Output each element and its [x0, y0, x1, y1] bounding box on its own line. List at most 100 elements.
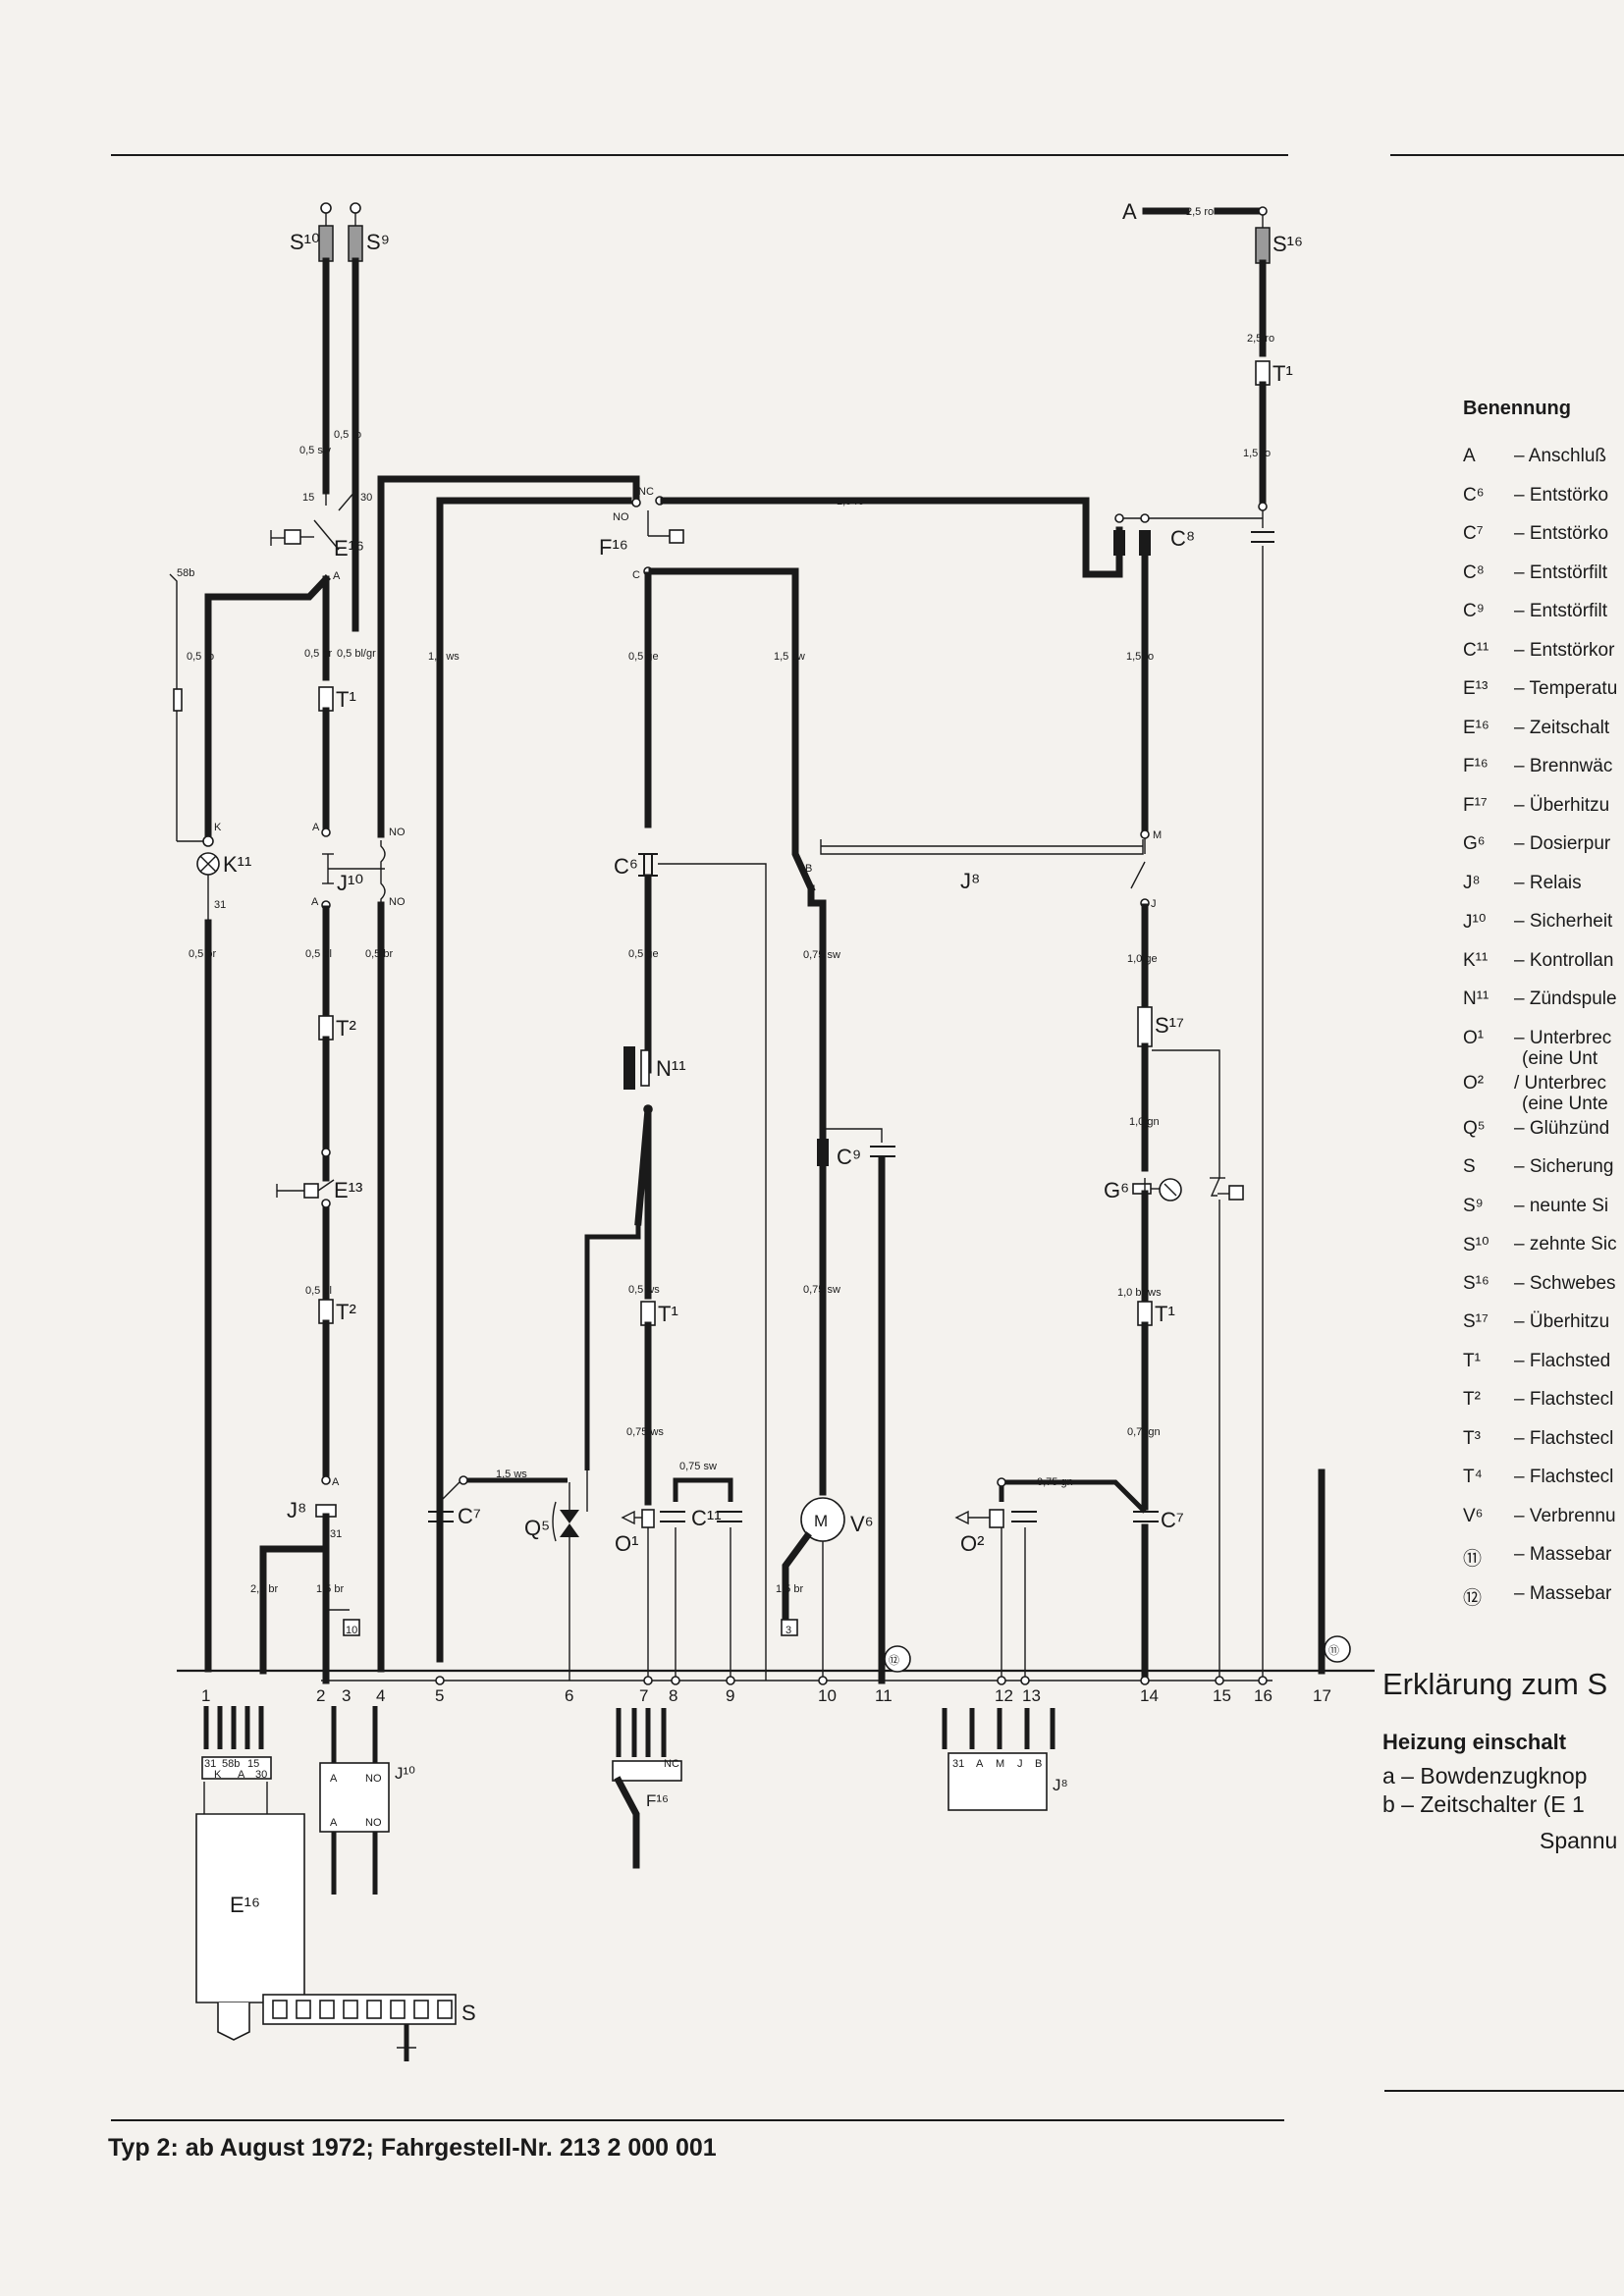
e13-box [303, 1183, 319, 1199]
label-c8: C⁸ [1170, 526, 1195, 551]
j8-ground-wire [259, 1513, 330, 1675]
pin-label: J [1017, 1758, 1023, 1770]
terminal-node [350, 202, 361, 214]
bus-number: 9 [726, 1686, 734, 1705]
explanation-panel: Erklärung zum S Heizung einschalt a – Bo… [1382, 1667, 1624, 1854]
legend-key: S⁹ [1463, 1195, 1484, 1216]
label-s9: S⁹ [366, 230, 390, 254]
label-c6: C⁶ [614, 854, 638, 879]
legend-text-line: – Sicherheit [1514, 911, 1613, 932]
legend-text: – Überhitzu [1514, 795, 1609, 817]
terminal-label: 31 [330, 1528, 342, 1540]
pin-label: A [238, 1769, 245, 1781]
legend-key: F¹⁶ [1463, 756, 1489, 776]
terminal-label: A [311, 896, 319, 908]
terminal-label: A [332, 1476, 340, 1488]
bus-number: 2 [316, 1686, 325, 1705]
legend-key: T³ [1463, 1427, 1481, 1449]
legend-text-line: – Sicherung [1514, 1156, 1614, 1177]
legend-text-line: – Massebar [1514, 1544, 1612, 1565]
overheat-switch-f17 [1228, 1185, 1244, 1201]
legend-text-line: (eine Unt [1522, 1047, 1598, 1069]
bus-number: 10 [818, 1686, 837, 1705]
legend-item: E¹⁶– Zeitschalt [1463, 718, 1624, 757]
wire-label: 2,5 br [250, 1583, 278, 1595]
legend-text-line: – Brennwäc [1514, 756, 1613, 776]
wire-label: 1,5 ro [837, 496, 864, 507]
label-f16: F¹⁶ [646, 1791, 669, 1810]
legend-text-line: – Verbrennu [1514, 1505, 1616, 1526]
legend-key: G⁶ [1463, 833, 1486, 854]
label-q5: Q⁵ [524, 1516, 550, 1540]
terminal-label: 58b [177, 567, 194, 579]
legend-text-line: – Unterbrec [1514, 1027, 1612, 1048]
legend-key: O² [1463, 1072, 1485, 1094]
wire-label: 1,5 ro [1243, 448, 1271, 459]
legend-key: S [1463, 1156, 1476, 1177]
label-t1: T¹ [658, 1302, 678, 1326]
pin-label: A [976, 1758, 984, 1770]
legend-text-line: / Unterbrec [1514, 1072, 1606, 1094]
legend-text: – Schwebes [1514, 1273, 1616, 1295]
label-j10: J¹⁰ [395, 1764, 415, 1783]
legend-text-line: – Entstörkor [1514, 639, 1615, 661]
wire-label: 0,5 ro [334, 429, 361, 441]
pin-label: 31 [204, 1758, 216, 1770]
legend-text-line: – Dosierpur [1514, 833, 1611, 854]
pin-label: NO [365, 1817, 382, 1829]
terminal-label: C [632, 569, 640, 581]
legend-text: – Entstörfilt [1514, 562, 1607, 584]
label-t2: T² [336, 1300, 356, 1324]
legend-text: – zehnte Sic [1514, 1234, 1617, 1255]
wire-label: 1,5 br [316, 1583, 344, 1595]
legend-item: T¹– Flachsted [1463, 1351, 1624, 1390]
legend-text-line: – Anschluß [1514, 446, 1606, 466]
legend-item: T⁴– Flachstecl [1463, 1467, 1624, 1506]
legend-text-line: – zehnte Sic [1514, 1234, 1617, 1255]
legend-text: – Massebar [1514, 1583, 1611, 1605]
wire-label: 1,5 ws [428, 651, 460, 663]
bus-number: 17 [1313, 1686, 1331, 1705]
terminal-label: B [805, 863, 812, 875]
label-j8: J⁸ [960, 869, 980, 893]
connector-t1 [318, 686, 334, 712]
connector-t2 [318, 1299, 334, 1324]
legend-text: – Glühzünd [1514, 1118, 1609, 1140]
legend-text-line: – Überhitzu [1514, 1311, 1610, 1332]
legend-key: A [1463, 446, 1476, 466]
legend-item: A – Anschluß [1463, 446, 1624, 485]
wire-label: 1,5 sw [774, 651, 805, 663]
pin-label: A [330, 1773, 338, 1785]
connector-3 [781, 1619, 798, 1636]
legend-key: J⁸ [1463, 872, 1481, 893]
bus-number: 16 [1254, 1686, 1272, 1705]
label-t1: T¹ [336, 687, 356, 712]
terminal-label: M [1153, 829, 1162, 841]
terminal-label: NO [389, 827, 406, 838]
wire-label: 0,5 bl [305, 948, 332, 960]
terminal-label: 30 [360, 492, 372, 504]
legend-text: – Sicherheit [1514, 911, 1612, 933]
wire-label: 1,0 ge [1127, 953, 1158, 965]
wire-label: 0,75 sw [803, 949, 840, 961]
terminal-label: K [214, 822, 222, 833]
legend-text: – Relais [1514, 873, 1582, 894]
label-s17: S¹⁷ [1155, 1013, 1184, 1038]
legend-item: C⁷– Entstörko [1463, 523, 1624, 562]
wire-label: 0,5 ws [628, 1284, 660, 1296]
box-label: 3 [785, 1625, 791, 1636]
label-e16: E¹⁶ [230, 1893, 260, 1917]
label-e16: E¹⁶ [334, 536, 364, 561]
box-label: 10 [346, 1625, 357, 1636]
legend-item: S – Sicherung [1463, 1156, 1624, 1196]
label-f16: F¹⁶ [599, 535, 628, 560]
legend-text-line: – Glühzünd [1514, 1117, 1610, 1139]
legend-key: ⑪ [1463, 1549, 1483, 1570]
fuse-s9 [348, 225, 363, 262]
legend-item: S⁹– neunte Si [1463, 1196, 1624, 1235]
wire-label: 1,5 ro [1126, 651, 1154, 663]
pin-label: 30 [255, 1769, 267, 1781]
f16-sensor [669, 529, 684, 544]
pin-label: NO [365, 1773, 382, 1785]
